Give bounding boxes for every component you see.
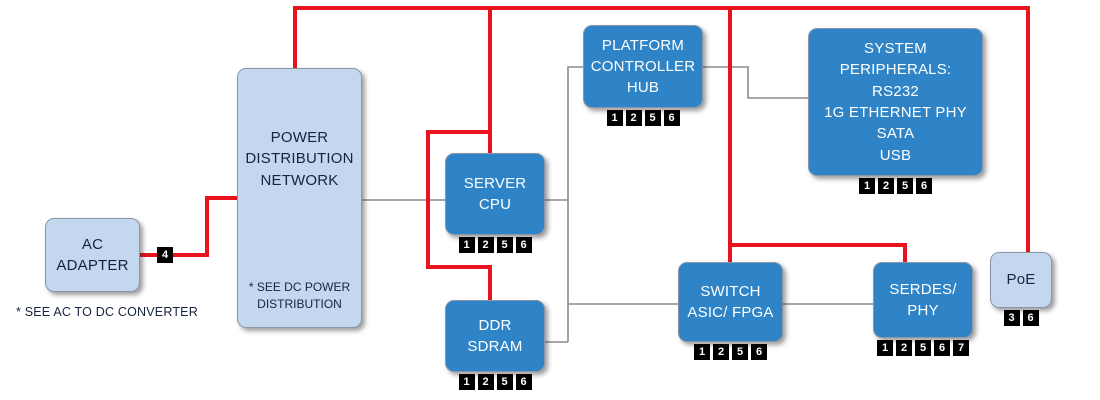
badge: 5 [496,237,513,253]
badge: 2 [477,237,494,253]
footnote-ac-dc-converter: * SEE AC TO DC CONVERTER [16,305,198,319]
badge: 7 [953,340,969,356]
system-peripherals-label: SYSTEM PERIPHERALS: RS232 1G ETHERNET PH… [824,40,967,164]
pch-box: PLATFORM CONTROLLER HUB [583,25,703,108]
server-cpu-box: SERVER CPU [445,153,545,235]
badge: 2 [625,110,642,126]
poe-badge-row: 3 6 [1003,310,1039,326]
server-cpu-badge-row: 1 2 5 6 [458,237,532,253]
badge: 5 [644,110,661,126]
badge: 2 [713,344,729,360]
badge: 6 [663,110,680,126]
pdn-box: POWER DISTRIBUTION NETWORK * SEE DC POWE… [237,68,362,328]
badge: 1 [458,237,475,253]
node-serdes-phy: SERDES/ PHY 1 2 5 6 7 [873,262,973,356]
ddr-sdram-box: DDR SDRAM [445,300,545,372]
poe-label: PoE [1006,271,1036,289]
badge: 5 [732,344,748,360]
node-ac-adapter: AC ADAPTER [45,218,140,292]
serdes-phy-label: SERDES/ PHY [889,280,957,319]
badge: 2 [896,340,912,356]
badge: 1 [694,344,710,360]
badge: 2 [477,374,494,390]
badge: 6 [751,344,767,360]
pch-label: PLATFORM CONTROLLER HUB [590,36,696,97]
ac-adapter-label: AC ADAPTER [56,235,129,274]
badge: 5 [897,178,913,194]
signal-line-pch-to-peripherals [703,66,808,99]
badge: 1 [877,340,893,356]
serdes-phy-box: SERDES/ PHY [873,262,973,338]
node-system-peripherals: SYSTEM PERIPHERALS: RS232 1G ETHERNET PH… [808,28,983,194]
power-line-ac-to-pdn [140,196,239,257]
badge: 6 [1022,310,1039,326]
badge: 5 [496,374,513,390]
badge: 6 [515,374,532,390]
signal-line-bus-vertical [567,66,583,342]
badge-ac-power: 4 [157,247,173,263]
badge: 2 [878,178,894,194]
system-peripherals-badge-row: 1 2 5 6 [859,178,932,194]
ddr-sdram-label: DDR SDRAM [467,316,523,355]
node-poe: PoE 3 6 [990,252,1052,326]
system-peripherals-box: SYSTEM PERIPHERALS: RS232 1G ETHERNET PH… [808,28,983,176]
badge: 6 [916,178,932,194]
badge: 3 [1003,310,1020,326]
serdes-phy-badge-row: 1 2 5 6 7 [877,340,969,356]
pch-badge-row: 1 2 5 6 [606,110,680,126]
badge: 5 [915,340,931,356]
ddr-sdram-badge-row: 1 2 5 6 [458,374,532,390]
badge: 1 [859,178,875,194]
pdn-note: * SEE DC POWER DISTRIBUTION [248,280,351,312]
node-ddr-sdram: DDR SDRAM 1 2 5 6 [445,300,545,390]
node-server-cpu: SERVER CPU 1 2 5 6 [445,153,545,253]
switch-asic-label: SWITCH ASIC/ FPGA [687,282,774,321]
node-switch-asic-fpga: SWITCH ASIC/ FPGA 1 2 5 6 [678,262,783,360]
server-cpu-label: SERVER CPU [463,174,527,213]
ac-adapter-box: AC ADAPTER [45,218,140,292]
badge: 1 [458,374,475,390]
node-platform-controller-hub: PLATFORM CONTROLLER HUB 1 2 5 6 [583,25,703,126]
badge: 6 [515,237,532,253]
switch-asic-box: SWITCH ASIC/ FPGA [678,262,783,342]
pdn-label: POWER DISTRIBUTION NETWORK [245,129,354,189]
badge: 6 [934,340,950,356]
badge: 1 [606,110,623,126]
switch-asic-badge-row: 1 2 5 6 [694,344,767,360]
poe-box: PoE [990,252,1052,308]
node-power-distribution-network: POWER DISTRIBUTION NETWORK * SEE DC POWE… [237,68,362,328]
